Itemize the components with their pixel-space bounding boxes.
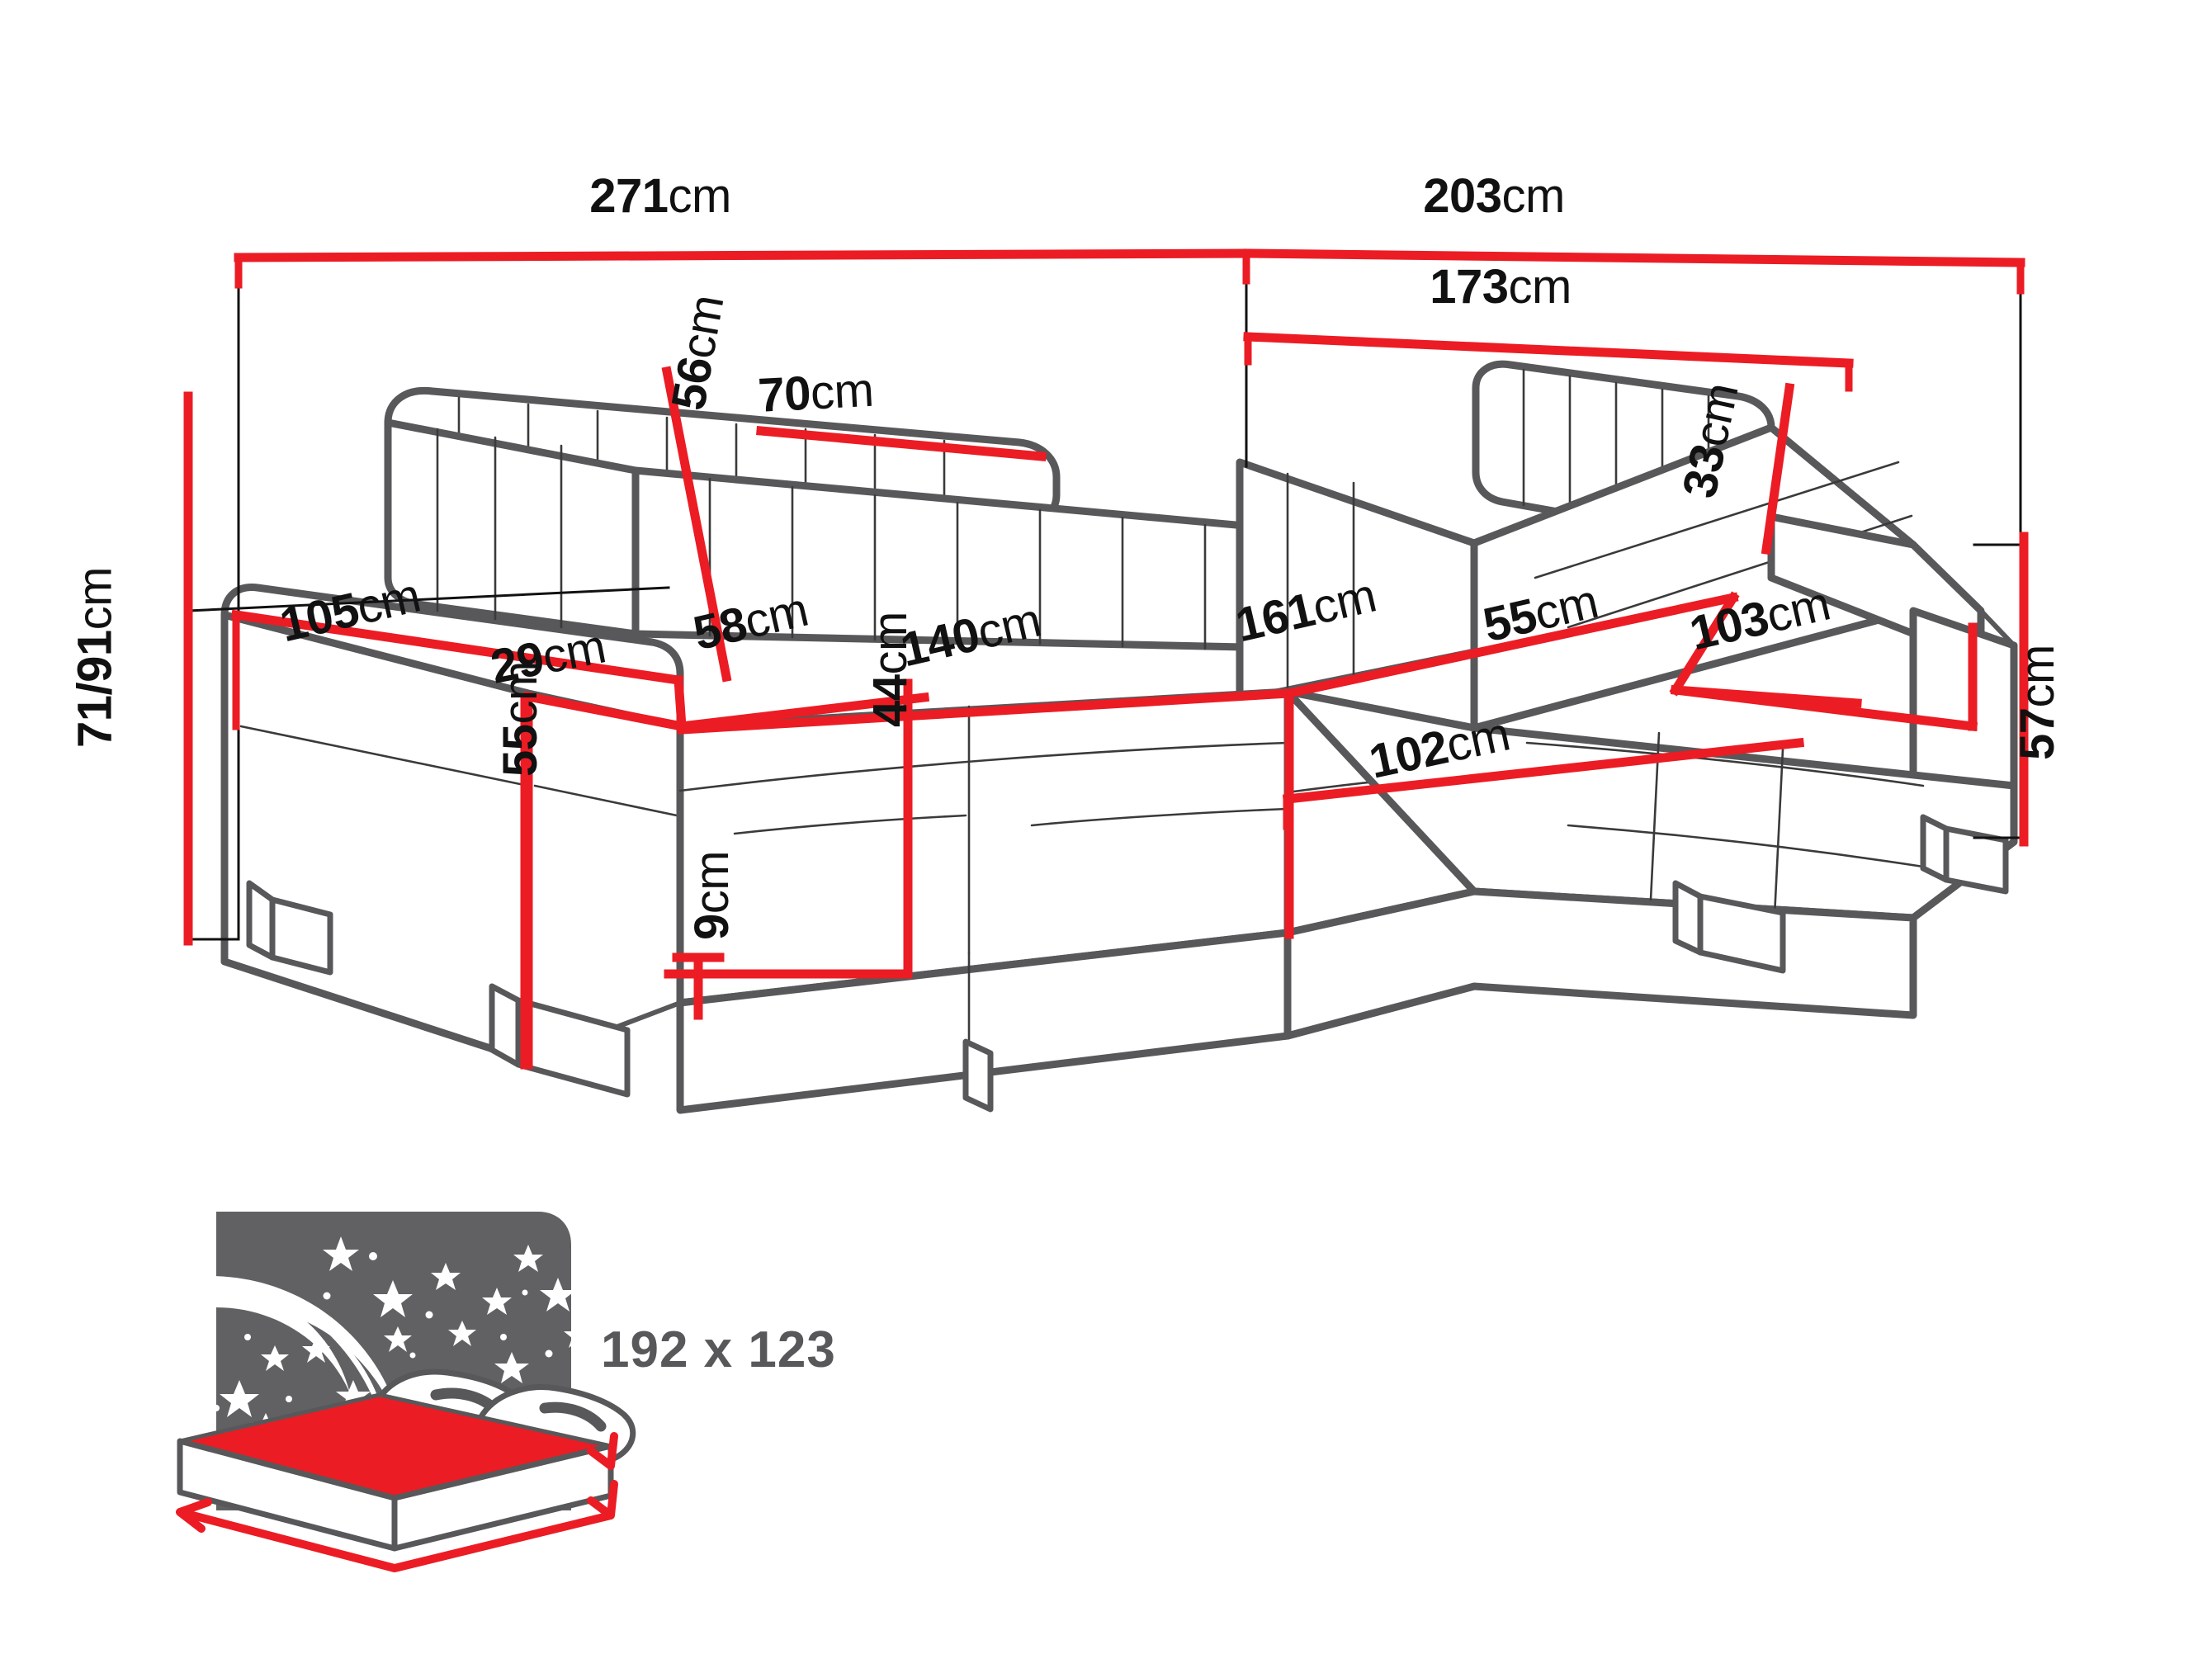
bed-dimension-arrows: [176, 1432, 618, 1572]
dim-271: [234, 248, 1251, 289]
dim-70: [756, 426, 1047, 461]
sofa-legs: [246, 814, 2009, 1113]
dim-173: [1243, 332, 1854, 392]
dim-9: [672, 952, 725, 1020]
dim-103: [1670, 622, 1978, 732]
dim-203: [1243, 248, 2025, 295]
chaise-backrest: [1470, 360, 2018, 830]
dim-33: [1761, 382, 1795, 555]
dim-102: [1282, 737, 1805, 830]
dim-56: [661, 366, 732, 683]
bed-size-caption: 192 x 123: [601, 1321, 836, 1378]
dim-105: [230, 609, 684, 730]
dim-44: [664, 678, 913, 979]
dim-140: [677, 688, 1294, 735]
dim-58: [674, 675, 930, 732]
